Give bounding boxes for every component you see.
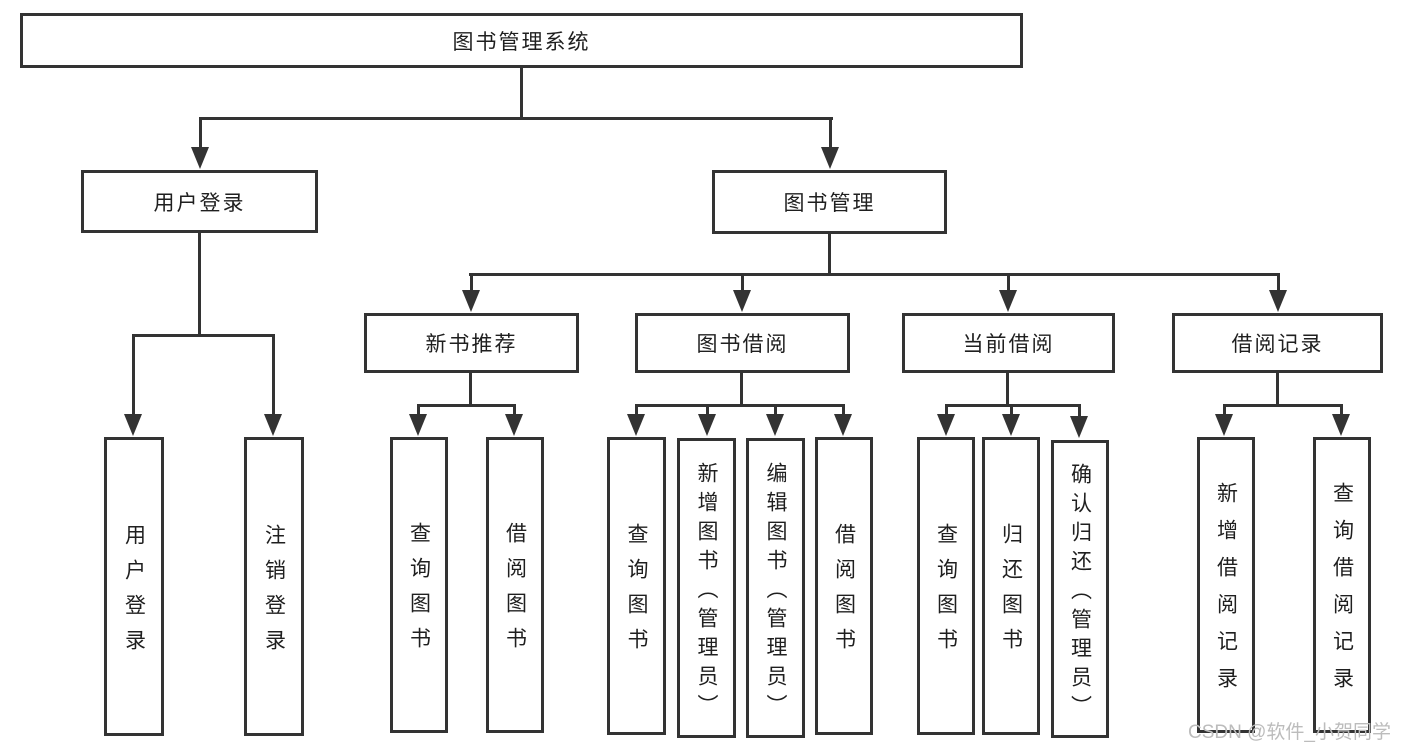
leaf-edit-book-admin: 编辑图书（管理员）: [746, 438, 805, 738]
arrow-down-icon: [937, 414, 955, 436]
arrow-down-icon: [1269, 290, 1287, 312]
arrow-down-icon: [264, 414, 282, 436]
leaf-add-borrow-record: 新增借阅记录: [1197, 437, 1255, 733]
leaf-label: 新增图书（管理员）: [695, 461, 718, 723]
arrow-down-icon: [834, 414, 852, 436]
arrow-down-icon: [191, 147, 209, 169]
arrow-down-icon: [766, 414, 784, 436]
arrow-down-icon: [462, 290, 480, 312]
leaf-borrow-book-newbook: 借阅图书: [486, 437, 544, 733]
node-new-book-recommend: 新书推荐: [364, 313, 579, 373]
leaf-label: 查询图书: [407, 522, 431, 662]
leaf-logout: 注销登录: [244, 437, 304, 736]
leaf-query-book-newbook: 查询图书: [390, 437, 448, 733]
arrow-down-icon: [124, 414, 142, 436]
arrow-down-icon: [999, 290, 1017, 312]
arrow-down-icon: [1002, 414, 1020, 436]
leaf-label: 编辑图书（管理员）: [764, 461, 787, 723]
leaf-label: 借阅图书: [832, 523, 856, 663]
arrow-down-icon: [698, 414, 716, 436]
leaf-return-book: 归还图书: [982, 437, 1040, 735]
leaf-add-book-admin: 新增图书（管理员）: [677, 438, 736, 738]
leaf-label: 查询借阅记录: [1330, 482, 1354, 704]
arrow-down-icon: [1332, 414, 1350, 436]
leaf-query-book-borrow: 查询图书: [607, 437, 666, 735]
leaf-label: 查询图书: [625, 523, 648, 663]
arrow-down-icon: [821, 147, 839, 169]
node-book-borrow: 图书借阅: [635, 313, 850, 373]
node-root: 图书管理系统: [20, 13, 1023, 68]
arrow-down-icon: [1215, 414, 1233, 436]
node-user-login: 用户登录: [81, 170, 318, 233]
node-borrow-records: 借阅记录: [1172, 313, 1383, 373]
node-current-borrow: 当前借阅: [902, 313, 1115, 373]
leaf-user-login: 用户登录: [104, 437, 164, 736]
watermark: CSDN @软件_小贺同学: [1188, 722, 1391, 743]
leaf-label: 新增借阅记录: [1214, 482, 1238, 704]
leaf-confirm-return-admin: 确认归还（管理员）: [1051, 440, 1109, 738]
arrow-down-icon: [1070, 416, 1088, 438]
leaf-borrow-book-borrow: 借阅图书: [815, 437, 873, 735]
arrow-down-icon: [409, 414, 427, 436]
leaf-query-book-current: 查询图书: [917, 437, 975, 735]
leaf-label: 查询图书: [934, 523, 958, 663]
leaf-label: 确认归还（管理员）: [1068, 462, 1092, 724]
leaf-label: 用户登录: [122, 523, 146, 664]
leaf-label: 注销登录: [262, 523, 286, 664]
arrow-down-icon: [627, 414, 645, 436]
node-book-management: 图书管理: [712, 170, 947, 234]
leaf-query-borrow-record: 查询借阅记录: [1313, 437, 1371, 733]
leaf-label: 归还图书: [999, 523, 1023, 663]
leaf-label: 借阅图书: [503, 522, 527, 662]
arrow-down-icon: [733, 290, 751, 312]
arrow-down-icon: [505, 414, 523, 436]
